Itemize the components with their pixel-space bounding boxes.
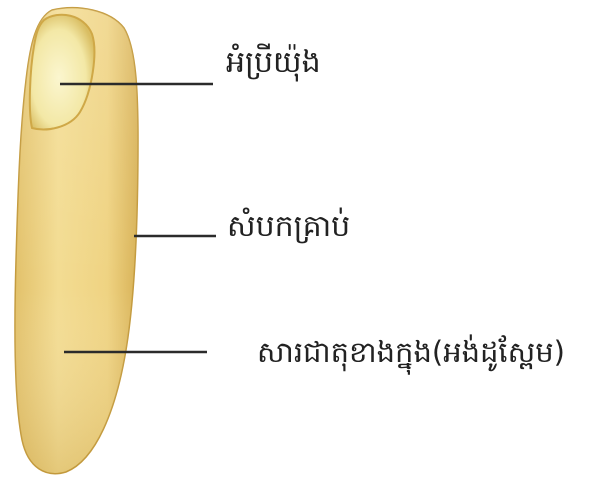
hull-label: សំបកគ្រាប់ [227,212,350,242]
endosperm-label: សារជាតុខាងក្នុង(អង់ដូស្ពែម) [257,338,565,367]
embryo-label: អំប្រីយ៉ុង [226,48,321,78]
